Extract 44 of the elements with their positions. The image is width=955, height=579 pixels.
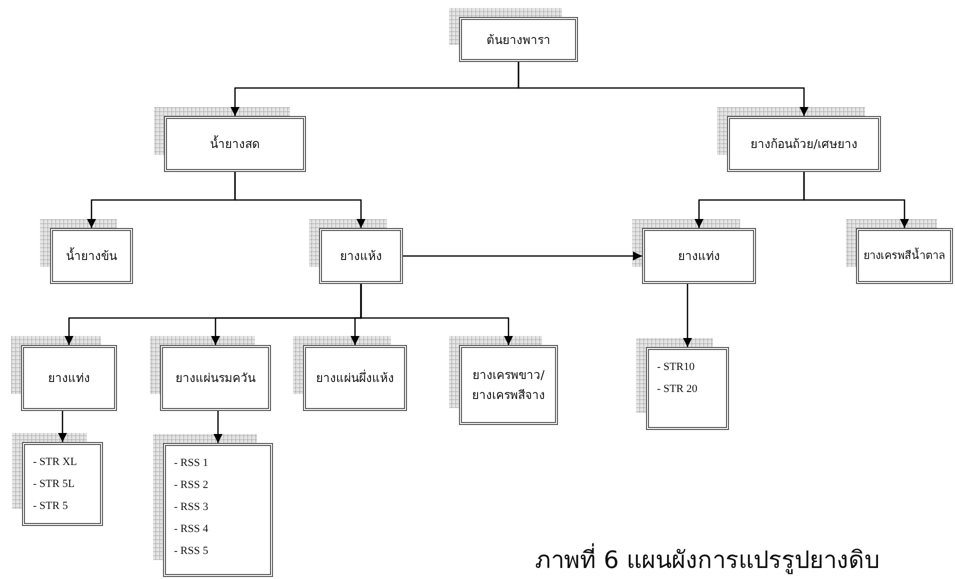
list-item: - STR 5L	[33, 477, 75, 492]
arrow	[403, 252, 642, 260]
process-box	[50, 228, 133, 284]
process-box	[856, 228, 953, 284]
arrow	[234, 172, 366, 228]
process-box	[303, 345, 407, 411]
node-label: ยางแผ่นรมควัน	[176, 370, 256, 387]
list-item: - RSS 3	[174, 500, 208, 515]
process-box	[459, 17, 578, 62]
list-item: - STR10	[657, 360, 695, 375]
node-label: ต้นยางพารา	[486, 32, 550, 48]
list-item: - STR 5	[33, 499, 68, 514]
caption: ภาพที่ 6 แผนผังการแปรรูปยางดิบ	[535, 540, 880, 579]
list-item: - STR XL	[33, 455, 77, 470]
node-label: ยางแท่ง	[678, 248, 720, 265]
arrow	[683, 284, 692, 347]
node-label: ยางแห้ง	[340, 248, 382, 265]
process-box	[459, 345, 558, 425]
node-label: ยางเครพขาว/ยางเครพสีจาง	[471, 367, 546, 404]
node-label: ยางก้อนถ้วย/เศษยาง	[750, 136, 858, 153]
process-box	[319, 228, 403, 284]
list-item: - RSS 4	[174, 522, 208, 537]
node-label: ยางเครพสีน้ำตาล	[864, 246, 946, 264]
list-box	[163, 443, 273, 577]
list-box	[22, 442, 103, 526]
process-box	[160, 345, 271, 411]
node-label: น้ำยางข้น	[66, 246, 117, 265]
process-box	[164, 116, 306, 172]
list-item: - RSS 1	[174, 456, 208, 471]
list-item: - STR 20	[657, 382, 698, 397]
arrow	[214, 411, 222, 443]
arrow	[518, 62, 808, 116]
process-box	[727, 116, 881, 172]
arrow	[803, 172, 909, 228]
arrow	[360, 284, 513, 345]
list-item: - RSS 2	[174, 478, 208, 493]
node-label: ยางแผ่นผึ่งแห้ง	[316, 368, 394, 387]
list-box	[646, 347, 729, 430]
node-label: น้ำยางสด	[210, 134, 260, 153]
node-label: ยางแท่ง	[48, 370, 90, 387]
list-item: - RSS 5	[174, 544, 208, 559]
process-box	[21, 345, 117, 411]
arrow	[58, 411, 67, 442]
process-box	[642, 228, 756, 284]
